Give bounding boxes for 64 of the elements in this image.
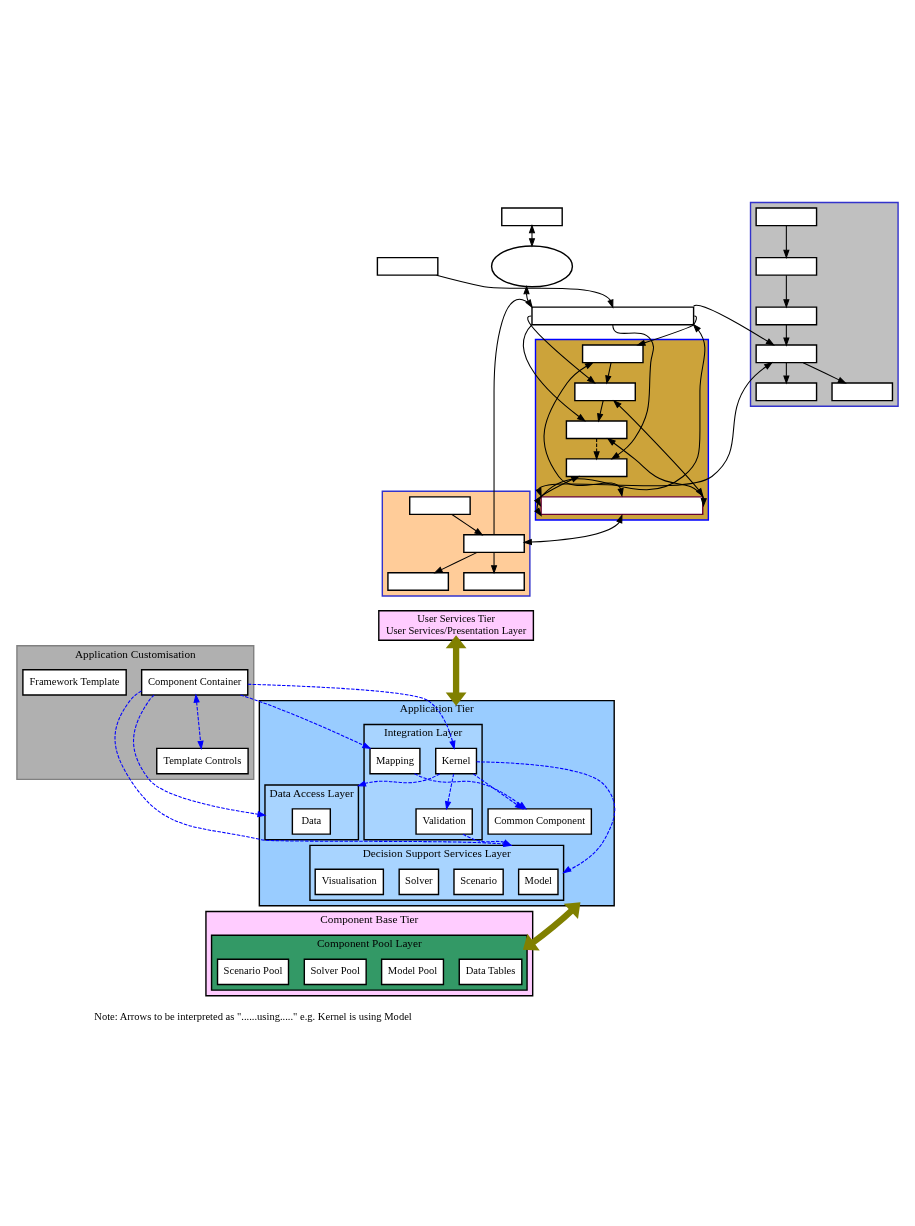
node-box: Mapping [369, 747, 421, 774]
node-box: Component Container [140, 668, 249, 696]
node-box [565, 419, 628, 439]
node-box [387, 571, 450, 591]
arrow [451, 513, 484, 536]
label: Note: Arrows to be interpreted as "......using....." e.g. Kernel is using Model [94, 1010, 412, 1022]
node-box [376, 256, 439, 276]
node-box [409, 495, 471, 515]
arrow [445, 634, 467, 706]
arrow [636, 314, 697, 346]
arrow [356, 772, 441, 786]
arrow [247, 683, 456, 750]
node-box [531, 305, 695, 325]
node-box [755, 256, 818, 276]
arrow [444, 772, 455, 810]
node-box: Model Pool [380, 958, 445, 985]
arrow [783, 274, 790, 308]
node-box: Visualisation [314, 868, 385, 895]
arrow [693, 304, 775, 346]
node-box [565, 457, 628, 477]
arrow [610, 323, 655, 460]
arrow [522, 513, 623, 545]
node-box: Scenario [453, 868, 504, 895]
node-box [755, 381, 818, 401]
node-ellipse [490, 244, 574, 287]
arrow [605, 361, 612, 385]
node-box [755, 343, 818, 363]
arrow [239, 694, 372, 749]
node-box: Data [291, 807, 331, 835]
arrow [475, 760, 616, 874]
arrow [133, 694, 267, 817]
arrow [193, 693, 204, 750]
arrow [433, 551, 478, 573]
node-box: Validation [415, 807, 473, 835]
arrow [527, 314, 596, 384]
arrow [802, 361, 847, 384]
node-box: Model [517, 868, 559, 895]
arrow [543, 361, 624, 497]
arrow [593, 437, 600, 460]
arrow [783, 224, 790, 259]
node-box [831, 381, 894, 401]
node-box: Scenario Pool [216, 958, 290, 985]
node-box: Data Tables [458, 958, 523, 985]
node-box: Common Component [487, 807, 593, 835]
node-box: Template Controls [156, 747, 249, 774]
node-box [501, 206, 563, 226]
node-box [540, 495, 704, 515]
arrow [522, 901, 581, 950]
node-box [574, 381, 636, 401]
arrow [490, 551, 498, 574]
arrow [523, 323, 587, 422]
node-box: User Services Tier User Services/Presentation Layer [378, 609, 535, 641]
node-box: Framework Template [22, 668, 127, 696]
node-box [755, 305, 818, 325]
node-box: Solver Pool [303, 958, 367, 985]
node-box [755, 206, 818, 226]
arrow [597, 399, 604, 422]
node-box [463, 533, 525, 553]
cluster [749, 201, 899, 407]
node-box: Solver [398, 868, 440, 895]
node-box: Kernel [435, 747, 478, 774]
node-box [581, 343, 644, 363]
arrow [528, 223, 536, 247]
node-box [463, 571, 525, 591]
